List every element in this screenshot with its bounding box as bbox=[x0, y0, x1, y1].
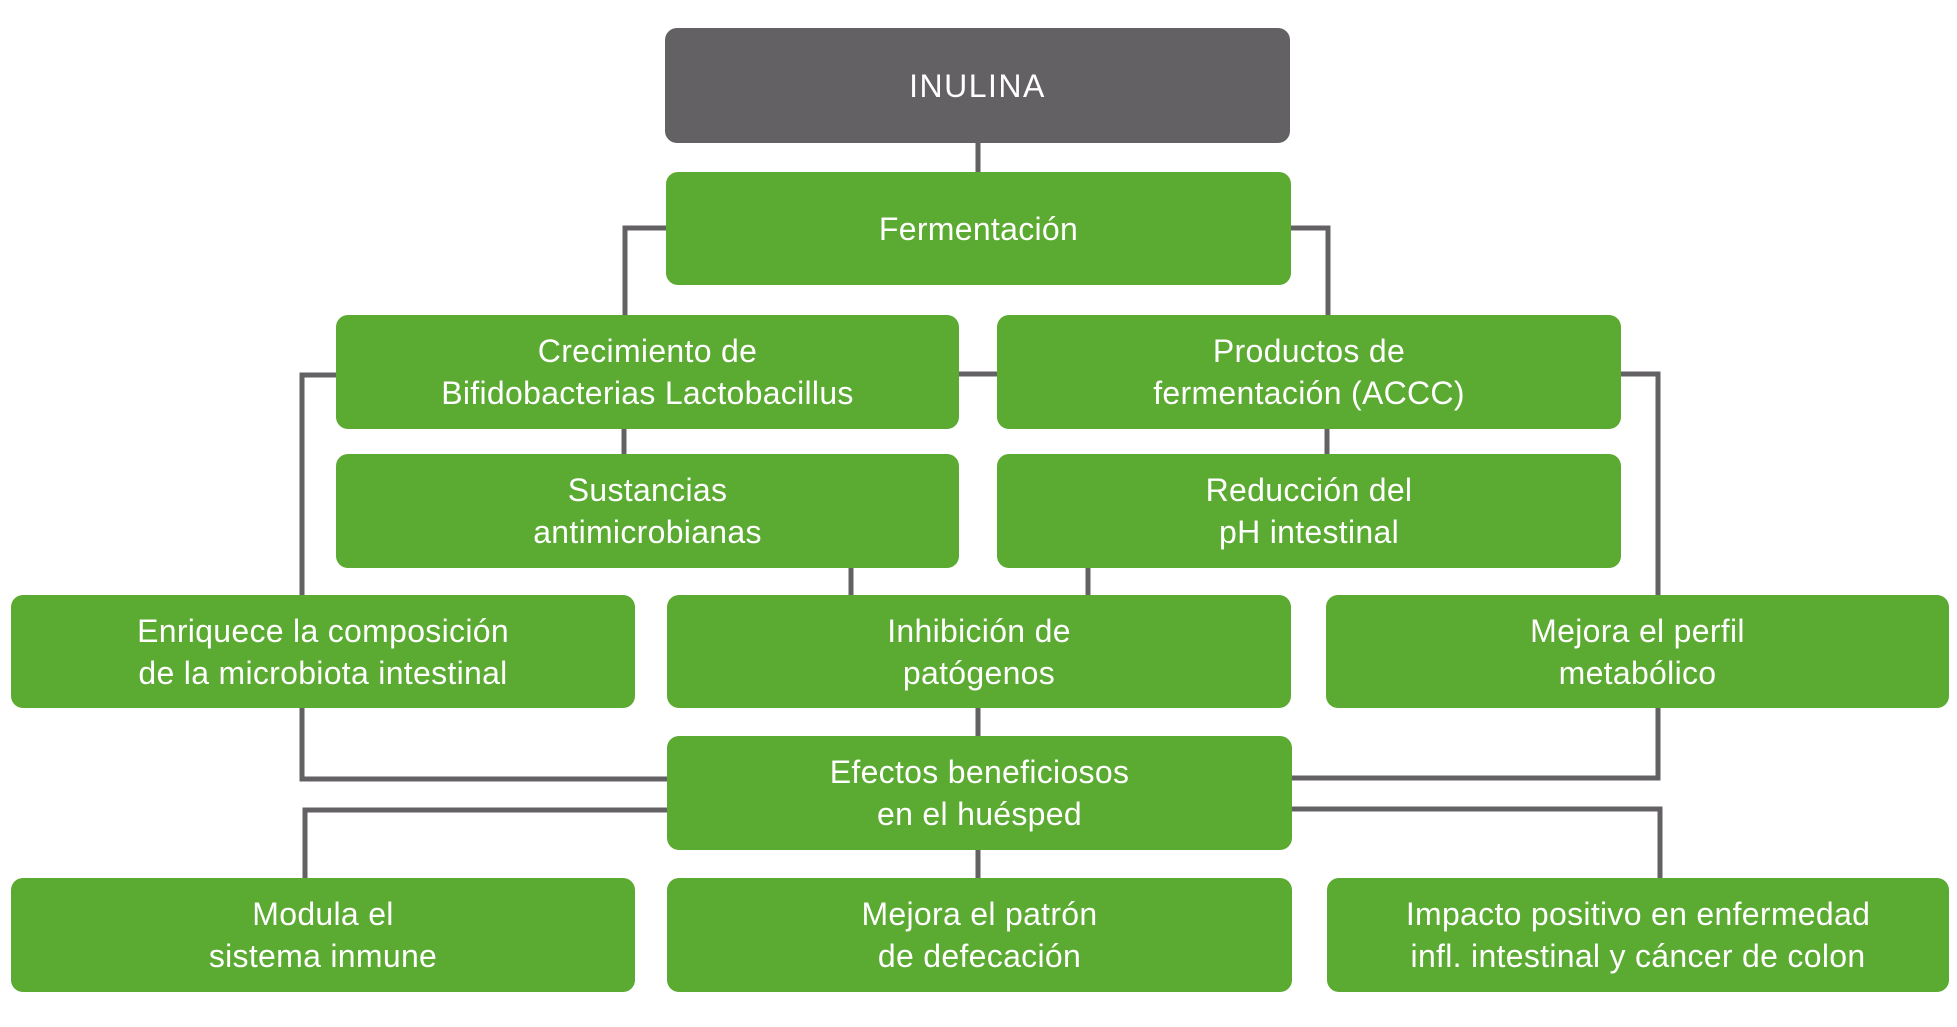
node-productos-line1: Productos de bbox=[1212, 333, 1406, 369]
node-fermentacion-label: Fermentación bbox=[878, 210, 1079, 247]
node-efectos: Efectos beneficiosos en el huésped bbox=[667, 736, 1292, 850]
node-sustancias-line1: Sustancias bbox=[567, 472, 728, 508]
node-inhibicion: Inhibición de patógenos bbox=[667, 595, 1291, 708]
node-productos-line2: fermentación (ACCC) bbox=[1153, 375, 1465, 411]
node-defecacion-line1: Mejora el patrón bbox=[861, 896, 1098, 932]
node-inhibicion-line1: Inhibición de bbox=[887, 612, 1071, 649]
node-crecimiento: Crecimiento de Bifidobacterias Lactobaci… bbox=[336, 315, 959, 429]
node-inulina: INULINA bbox=[665, 28, 1290, 143]
edge-fermentacion-productos bbox=[1291, 225, 1331, 315]
node-inhibicion-line2: patógenos bbox=[902, 654, 1056, 691]
node-defecacion: Mejora el patrón de defecación bbox=[667, 878, 1292, 992]
node-impacto-line2: infl. intestinal y cáncer de colon bbox=[1410, 938, 1866, 974]
node-modula: Modula el sistema inmune bbox=[11, 878, 635, 992]
node-efectos-line2: en el huésped bbox=[877, 796, 1082, 832]
edge-perfil-efectos bbox=[1292, 708, 1661, 781]
node-crecimiento-line1: Crecimiento de bbox=[537, 333, 758, 369]
edge-efectos-modula bbox=[302, 807, 667, 878]
edge-enriquece-efectos bbox=[299, 708, 667, 782]
node-perfil: Mejora el perfil metabólico bbox=[1326, 595, 1949, 708]
edge-crecimiento-enriquece bbox=[299, 372, 336, 595]
edge-productos-perfil bbox=[1621, 371, 1661, 595]
node-perfil-line1: Mejora el perfil bbox=[1530, 612, 1745, 649]
node-sustancias: Sustancias antimicrobianas bbox=[336, 454, 959, 568]
node-modula-line2: sistema inmune bbox=[208, 938, 438, 974]
node-reduccion: Reducción del pH intestinal bbox=[997, 454, 1621, 568]
node-modula-line1: Modula el bbox=[252, 896, 394, 932]
node-defecacion-line2: de defecación bbox=[877, 938, 1082, 974]
edge-fermentacion-crecimiento bbox=[622, 225, 666, 315]
node-inulina-label: INULINA bbox=[909, 67, 1046, 104]
node-reduccion-line2: pH intestinal bbox=[1219, 514, 1399, 550]
node-efectos-line1: Efectos beneficiosos bbox=[829, 754, 1130, 790]
node-enriquece: Enriquece la composición de la microbiot… bbox=[11, 595, 635, 708]
node-perfil-line2: metabólico bbox=[1558, 654, 1717, 691]
node-enriquece-line2: de la microbiota intestinal bbox=[138, 654, 508, 691]
node-productos: Productos de fermentación (ACCC) bbox=[997, 315, 1621, 429]
node-sustancias-line2: antimicrobianas bbox=[533, 514, 762, 550]
node-enriquece-line1: Enriquece la composición bbox=[137, 612, 509, 649]
node-impacto: Impacto positivo en enfermedad infl. int… bbox=[1327, 878, 1949, 992]
node-fermentacion: Fermentación bbox=[666, 172, 1291, 285]
node-reduccion-line1: Reducción del bbox=[1205, 472, 1413, 508]
node-impacto-line1: Impacto positivo en enfermedad bbox=[1405, 896, 1871, 932]
edge-efectos-impacto bbox=[1292, 806, 1663, 878]
node-crecimiento-line2: Bifidobacterias Lactobacillus bbox=[441, 375, 854, 411]
